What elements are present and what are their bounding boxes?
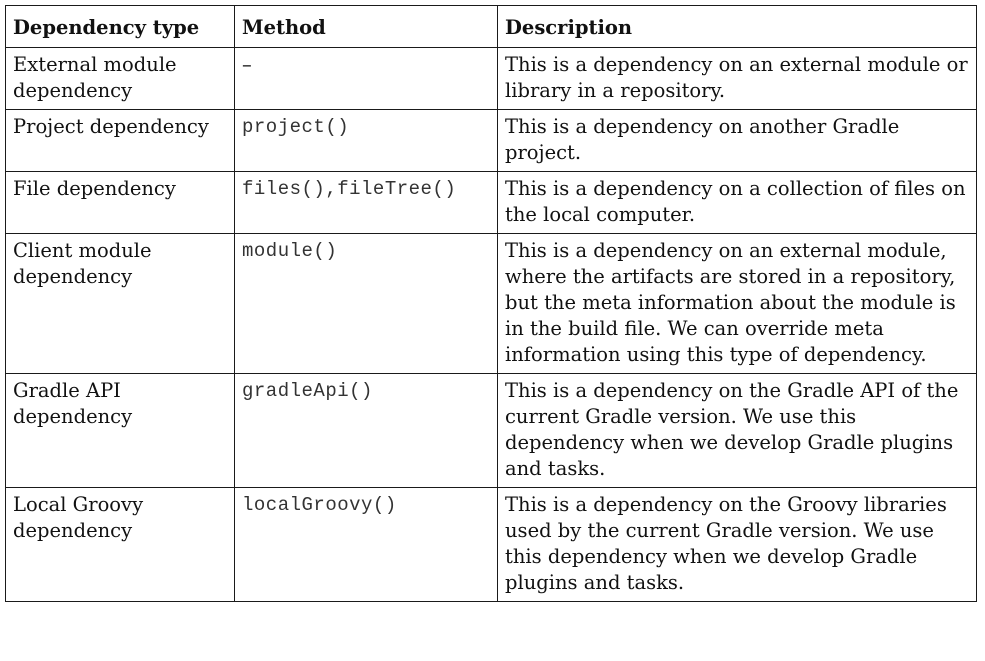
header-method: Method xyxy=(234,5,498,48)
description-cell: This is a dependency on another Gradle p… xyxy=(497,109,977,172)
description-cell: This is a dependency on an external modu… xyxy=(497,233,977,374)
dependency-types-table: Dependency type Method Description Exter… xyxy=(5,5,977,602)
table-row: Client module dependency module() This i… xyxy=(5,233,977,374)
dependency-type-cell: Gradle API dependency xyxy=(5,373,235,488)
header-row: Dependency type Method Description xyxy=(5,5,977,48)
dependency-type-cell: External module dependency xyxy=(5,47,235,110)
description-cell: This is a dependency on the Groovy libra… xyxy=(497,487,977,602)
dependency-type-cell: Client module dependency xyxy=(5,233,235,374)
table-body: External module dependency – This is a d… xyxy=(5,47,977,602)
header-description: Description xyxy=(497,5,977,48)
dependency-type-cell: Local Groovy dependency xyxy=(5,487,235,602)
method-cell: localGroovy() xyxy=(234,487,498,602)
table-row: Project dependency project() This is a d… xyxy=(5,109,977,172)
table-row: Local Groovy dependency localGroovy() Th… xyxy=(5,487,977,602)
description-cell: This is a dependency on the Gradle API o… xyxy=(497,373,977,488)
table-row: File dependency files(),fileTree() This … xyxy=(5,171,977,234)
dependency-type-cell: File dependency xyxy=(5,171,235,234)
table-row: External module dependency – This is a d… xyxy=(5,47,977,110)
method-cell: files(),fileTree() xyxy=(234,171,498,234)
method-cell: module() xyxy=(234,233,498,374)
table-header: Dependency type Method Description xyxy=(5,5,977,48)
method-cell: – xyxy=(234,47,498,110)
description-cell: This is a dependency on an external modu… xyxy=(497,47,977,110)
method-cell: gradleApi() xyxy=(234,373,498,488)
description-cell: This is a dependency on a collection of … xyxy=(497,171,977,234)
header-dependency-type: Dependency type xyxy=(5,5,235,48)
table-row: Gradle API dependency gradleApi() This i… xyxy=(5,373,977,488)
dependency-type-cell: Project dependency xyxy=(5,109,235,172)
method-cell: project() xyxy=(234,109,498,172)
